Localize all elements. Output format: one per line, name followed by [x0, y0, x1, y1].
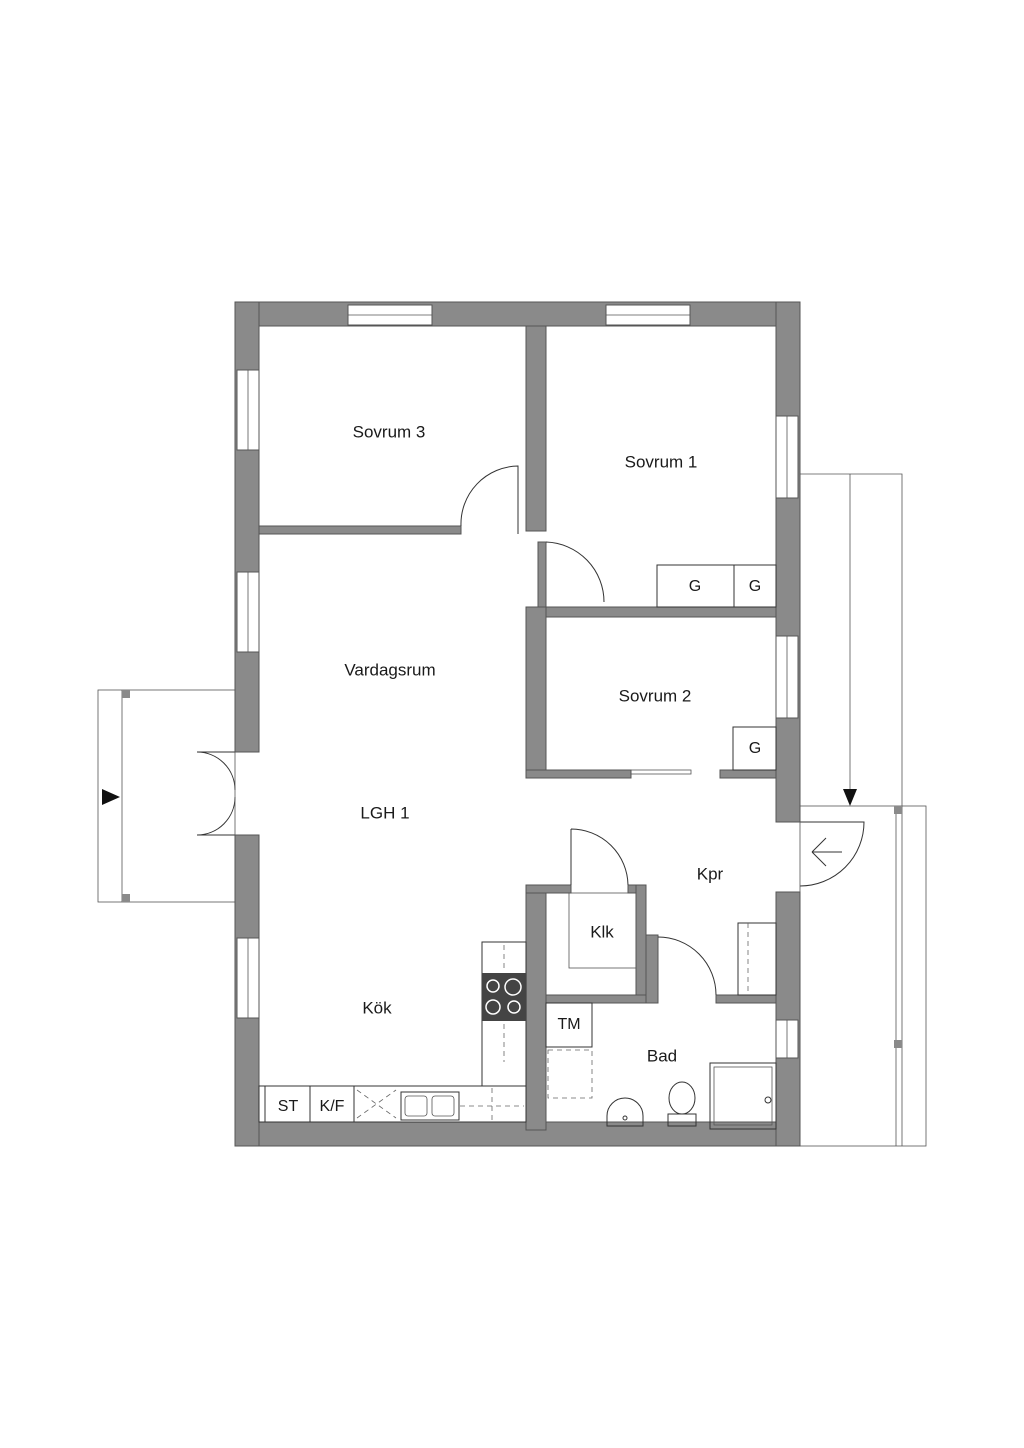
toilet-icon [668, 1081, 696, 1115]
appliance-label: ST [278, 1098, 299, 1115]
apartment-label: LGH 1 [360, 803, 409, 822]
room-label-kpr: Kpr [697, 864, 724, 883]
room-label-vardagsrum: Vardagsrum [344, 660, 435, 679]
appliance-label: TM [557, 1016, 580, 1033]
doors [196, 465, 865, 996]
room-labels: Sovrum 3 Sovrum 1 Sovrum 2 Vardagsrum LG… [344, 422, 723, 1065]
stove-icon [482, 973, 526, 1021]
room-label-kok: Kök [362, 998, 392, 1017]
room-label-sovrum-1: Sovrum 1 [625, 452, 698, 471]
porch [799, 473, 927, 1147]
balcony [97, 689, 236, 903]
entry-arrow-icon [843, 789, 857, 806]
kitchen: ST K/F [258, 941, 527, 1123]
wardrobes: G G G [656, 564, 777, 996]
wardrobe-label: G [689, 578, 701, 595]
windows [236, 304, 799, 1059]
appliance-label: K/F [320, 1098, 345, 1115]
washbasin-icon [606, 1097, 644, 1127]
wardrobe-label: G [749, 578, 761, 595]
room-label-klk: Klk [590, 922, 614, 941]
shower-icon [709, 1062, 777, 1130]
room-label-sovrum-2: Sovrum 2 [619, 686, 692, 705]
wardrobe-label: G [749, 740, 761, 757]
room-label-bad: Bad [647, 1046, 677, 1065]
bathroom: TM [545, 1002, 777, 1130]
interior-walls [258, 325, 777, 1131]
sink-icon [400, 1091, 460, 1121]
room-label-sovrum-3: Sovrum 3 [353, 422, 426, 441]
entry-arrow-icon [102, 789, 120, 805]
